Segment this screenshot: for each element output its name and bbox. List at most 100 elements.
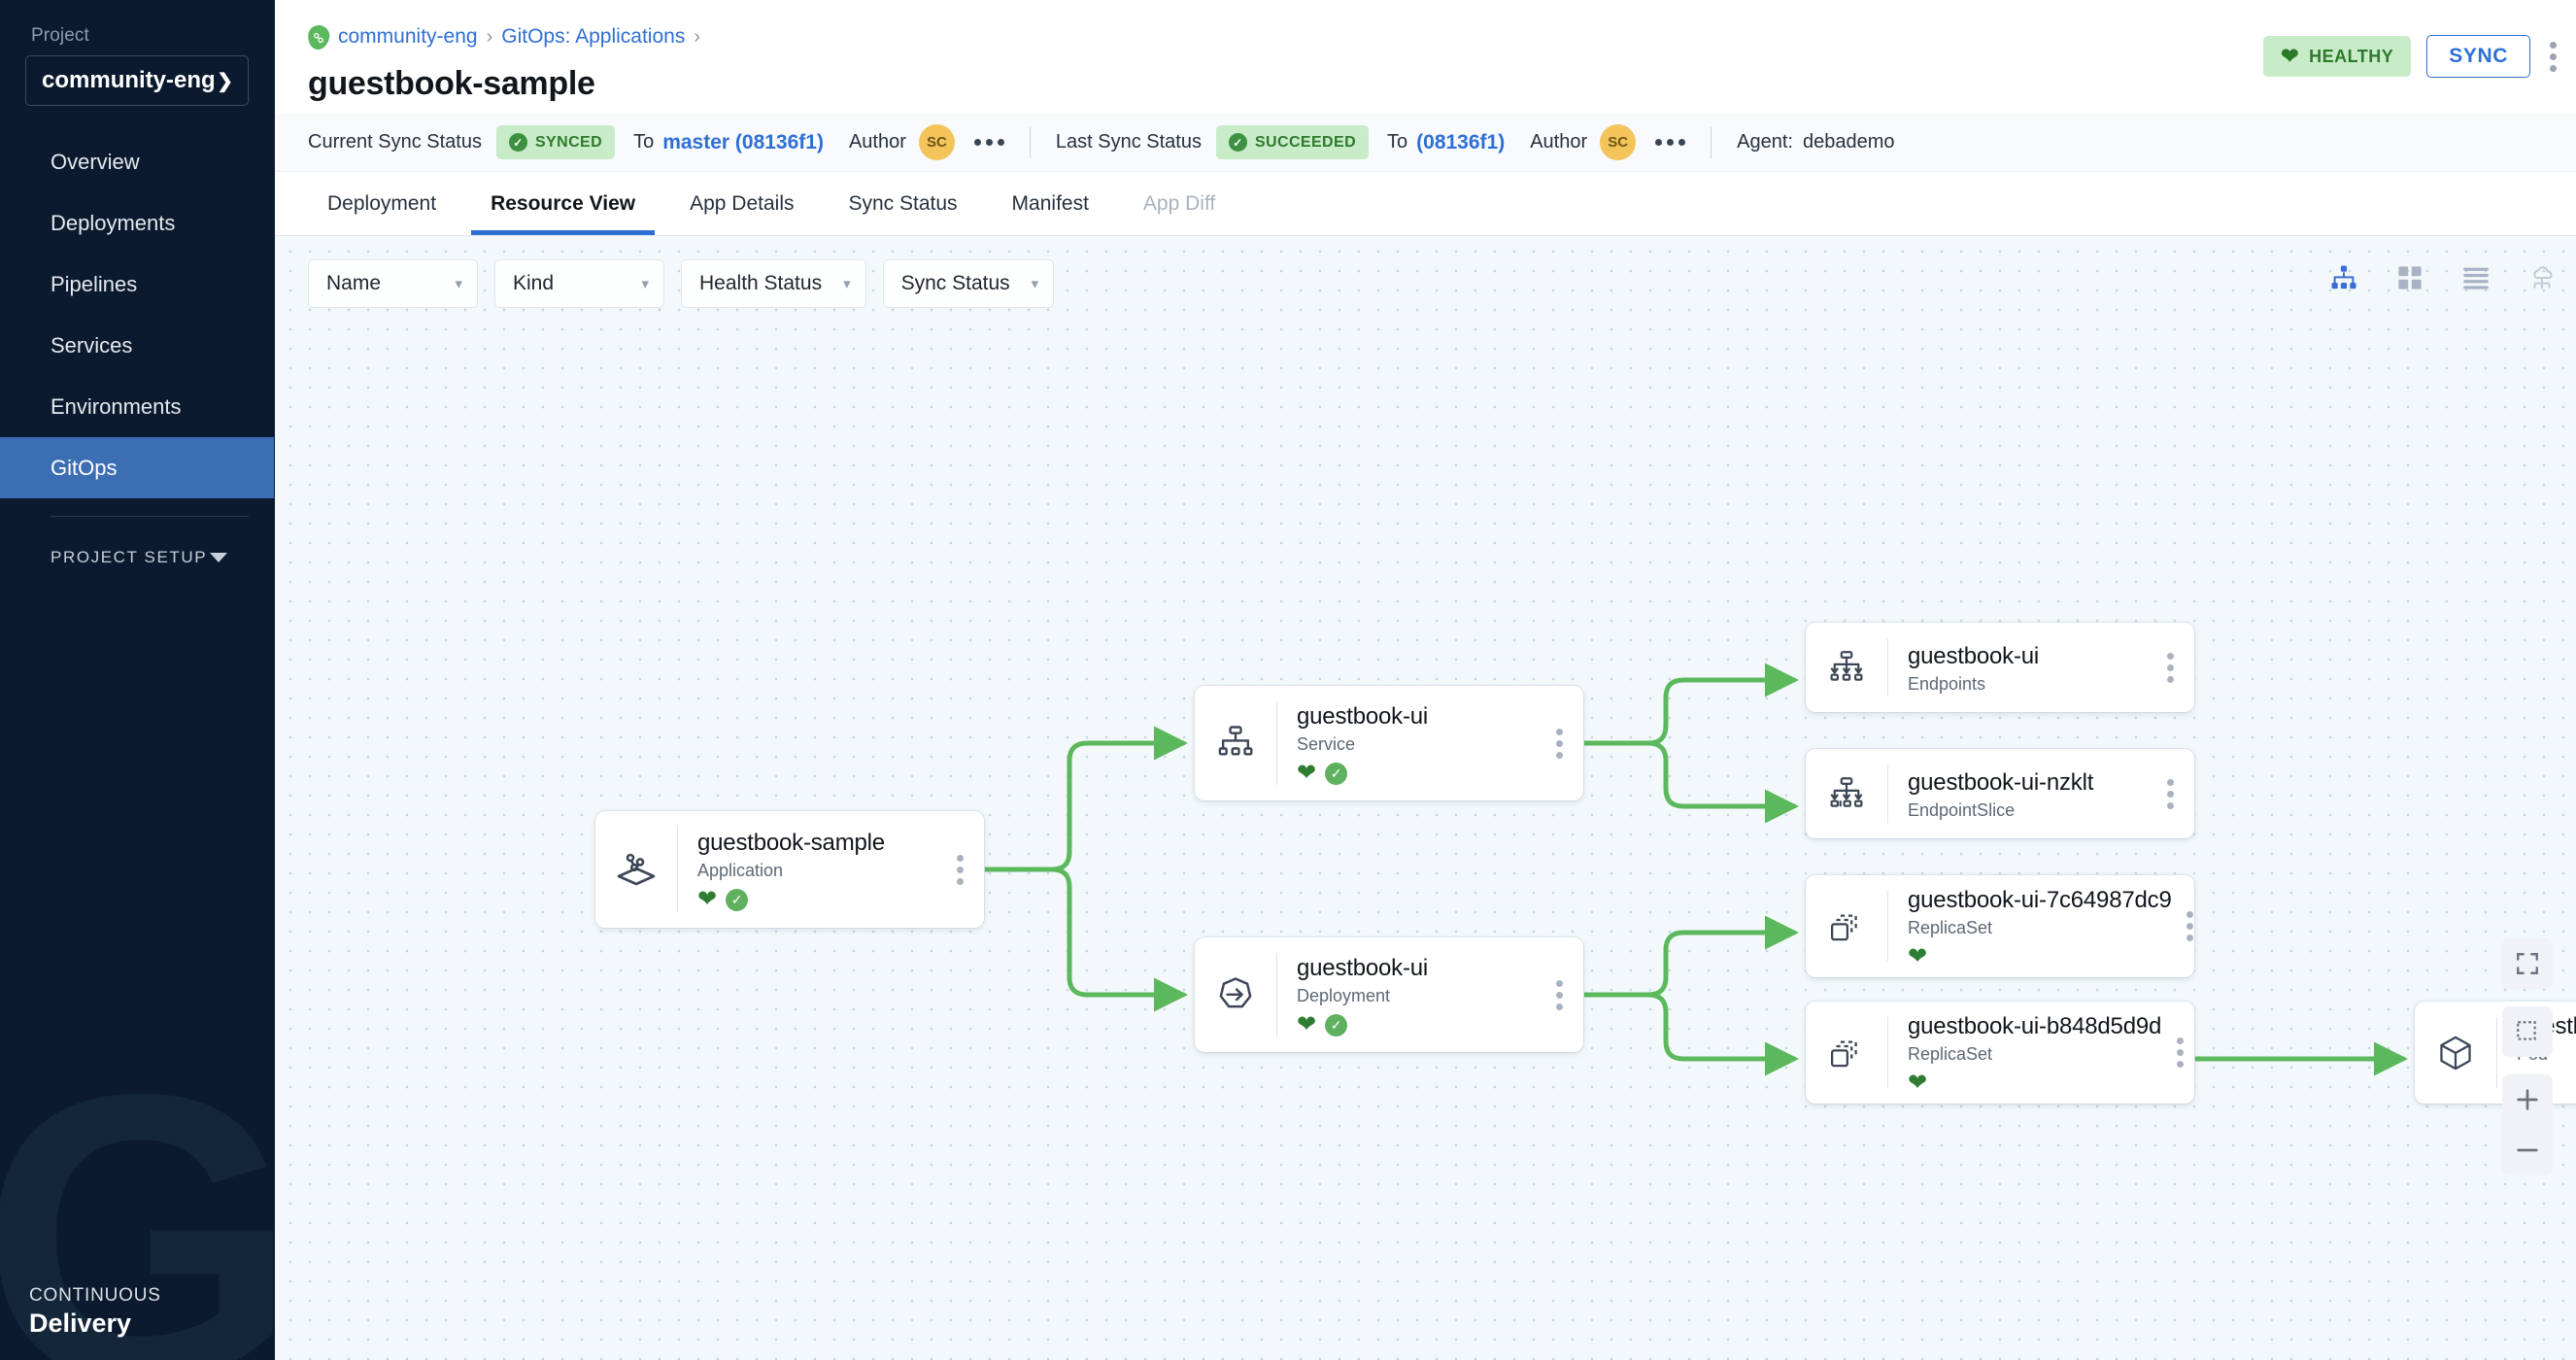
tab-label: App Details: [690, 191, 795, 215]
header-overflow-menu-icon[interactable]: [2546, 36, 2566, 78]
current-sync-status-value: SYNCED: [534, 133, 603, 151]
chevron-down-icon: ▾: [455, 276, 462, 292]
filter-bar: Name ▾ Kind ▾ Health Status ▾ Sync Statu…: [308, 259, 1055, 308]
current-sync-overflow-icon[interactable]: [973, 139, 1004, 146]
sidebar-item-label: Overview: [51, 149, 140, 174]
view-mode-toggle: [2327, 261, 2559, 294]
check-circle-icon: ✓: [1325, 1013, 1348, 1037]
filter-sync-status[interactable]: Sync Status ▾: [882, 259, 1055, 308]
replicaset-icon: [1806, 875, 1887, 977]
filter-kind[interactable]: Kind ▾: [494, 259, 664, 308]
sidebar-footer: CONTINUOUS Delivery: [0, 1285, 161, 1339]
graph-node-replicaset-2[interactable]: guestbook-ui-b848d5d9d ReplicaSet ❤: [1806, 1002, 2194, 1104]
last-revision-link[interactable]: (08136f1): [1416, 130, 1506, 153]
project-setup-toggle[interactable]: PROJECT SETUP: [0, 538, 274, 577]
sidebar-item-gitops[interactable]: GitOps: [0, 437, 274, 498]
tab-manifest[interactable]: Manifest: [993, 172, 1108, 235]
current-revision-link[interactable]: master (08136f1): [662, 130, 824, 153]
node-title: guestbook-ui: [1908, 642, 2040, 669]
tree-view-icon[interactable]: [2327, 261, 2360, 294]
node-title: guestbook-ui: [1297, 955, 1429, 981]
avatar[interactable]: SC: [918, 124, 955, 160]
chevron-down-icon: ▾: [1031, 276, 1039, 292]
graph-node-service[interactable]: guestbook-ui Service ❤ ✓: [1195, 686, 1583, 800]
endpoints-icon: [1806, 623, 1887, 712]
health-status-label: HEALTHY: [2309, 46, 2394, 66]
node-divider: [1276, 701, 1277, 785]
resource-graph-canvas[interactable]: Name ▾ Kind ▾ Health Status ▾ Sync Statu…: [275, 236, 2576, 1360]
heart-icon: ❤: [1297, 760, 1317, 786]
sidebar-item-overview[interactable]: Overview: [0, 131, 274, 192]
heart-icon: ❤: [1908, 942, 1928, 969]
node-divider: [1887, 891, 1888, 962]
grid-view-icon[interactable]: [2393, 261, 2426, 294]
tab-app-details[interactable]: App Details: [670, 172, 813, 235]
breadcrumb-item-applications[interactable]: GitOps: Applications: [501, 25, 686, 48]
select-area-icon[interactable]: [2502, 1006, 2553, 1057]
tab-label: Resource View: [491, 191, 636, 215]
node-body: guestbook-ui-b848d5d9d ReplicaSet ❤: [1888, 1002, 2161, 1104]
sidebar-item-label: Deployments: [51, 210, 176, 235]
sidebar-item-label: GitOps: [51, 455, 118, 480]
graph-node-endpointslice[interactable]: guestbook-ui-nzklt EndpointSlice: [1806, 749, 2194, 838]
deployment-icon: [1195, 937, 1276, 1052]
zoom-in-icon[interactable]: [2502, 1074, 2553, 1125]
node-overflow-menu-icon[interactable]: [2172, 875, 2215, 977]
node-overflow-menu-icon[interactable]: [2152, 623, 2194, 712]
filter-health-status[interactable]: Health Status ▾: [681, 259, 866, 308]
main-content: community-eng › GitOps: Applications › g…: [275, 0, 2576, 1360]
node-divider: [2496, 1017, 2497, 1088]
node-status: ❤ ✓: [697, 888, 941, 911]
health-status-badge: ❤ HEALTHY: [2263, 36, 2412, 77]
graph-node-deployment[interactable]: guestbook-ui Deployment ❤ ✓: [1195, 937, 1583, 1052]
sidebar-item-deployments[interactable]: Deployments: [0, 192, 274, 254]
tab-deployment[interactable]: Deployment: [308, 172, 456, 235]
node-overflow-menu-icon[interactable]: [1541, 686, 1583, 800]
tab-resource-view[interactable]: Resource View: [471, 172, 656, 235]
node-kind: ReplicaSet: [1908, 917, 1993, 937]
node-kind: Application: [697, 861, 784, 880]
heart-icon: ❤: [1297, 1011, 1317, 1037]
current-author-label: Author: [848, 131, 906, 153]
fit-screen-icon[interactable]: [2502, 938, 2553, 989]
sidebar-item-services[interactable]: Services: [0, 315, 274, 376]
chevron-down-icon: [210, 553, 227, 562]
graph-node-application[interactable]: guestbook-sample Application ❤ ✓: [595, 811, 984, 928]
list-view-icon[interactable]: [2459, 261, 2492, 294]
sync-button-label: SYNC: [2449, 45, 2508, 67]
agent-value: debademo: [1802, 131, 1895, 153]
last-sync-status-label: Last Sync Status: [1055, 131, 1202, 153]
zoom-out-icon[interactable]: [2502, 1125, 2553, 1175]
sidebar-item-pipelines[interactable]: Pipelines: [0, 254, 274, 315]
current-to-label: To: [633, 131, 655, 153]
node-overflow-menu-icon[interactable]: [1541, 937, 1583, 1052]
page-header: community-eng › GitOps: Applications › g…: [275, 0, 2576, 114]
node-status: ❤: [1908, 1071, 2161, 1095]
node-body: guestbook-ui Service ❤ ✓: [1277, 686, 1541, 800]
filter-name[interactable]: Name ▾: [308, 259, 478, 308]
node-overflow-menu-icon[interactable]: [941, 811, 984, 928]
breadcrumb-item-project[interactable]: community-eng: [338, 25, 478, 48]
last-author-label: Author: [1530, 131, 1588, 153]
breadcrumb-separator-icon: ›: [694, 25, 700, 48]
check-circle-icon: ✓: [1325, 762, 1348, 785]
node-overflow-menu-icon[interactable]: [2161, 1002, 2204, 1104]
filter-label: Name: [326, 272, 382, 294]
node-overflow-menu-icon[interactable]: [2152, 749, 2194, 838]
tab-sync-status[interactable]: Sync Status: [829, 172, 976, 235]
graph-node-endpoints[interactable]: guestbook-ui Endpoints: [1806, 623, 2194, 712]
node-divider: [1276, 953, 1277, 1037]
chevron-down-icon: ▾: [843, 276, 851, 292]
project-selector[interactable]: community-eng ❯: [25, 55, 249, 106]
avatar[interactable]: SC: [1600, 124, 1637, 160]
project-badge-icon: [306, 23, 331, 51]
last-sync-overflow-icon[interactable]: [1655, 139, 1686, 146]
header-actions: ❤ HEALTHY SYNC: [2263, 35, 2566, 78]
network-view-icon[interactable]: [2525, 261, 2559, 294]
node-body: guestbook-sample Application ❤ ✓: [678, 811, 941, 928]
status-divider: [1711, 126, 1712, 158]
node-kind: ReplicaSet: [1908, 1043, 1993, 1064]
sync-button[interactable]: SYNC: [2426, 35, 2530, 78]
graph-node-replicaset-1[interactable]: guestbook-ui-7c64987dc9 ReplicaSet ❤: [1806, 875, 2194, 977]
sidebar-item-environments[interactable]: Environments: [0, 376, 274, 437]
